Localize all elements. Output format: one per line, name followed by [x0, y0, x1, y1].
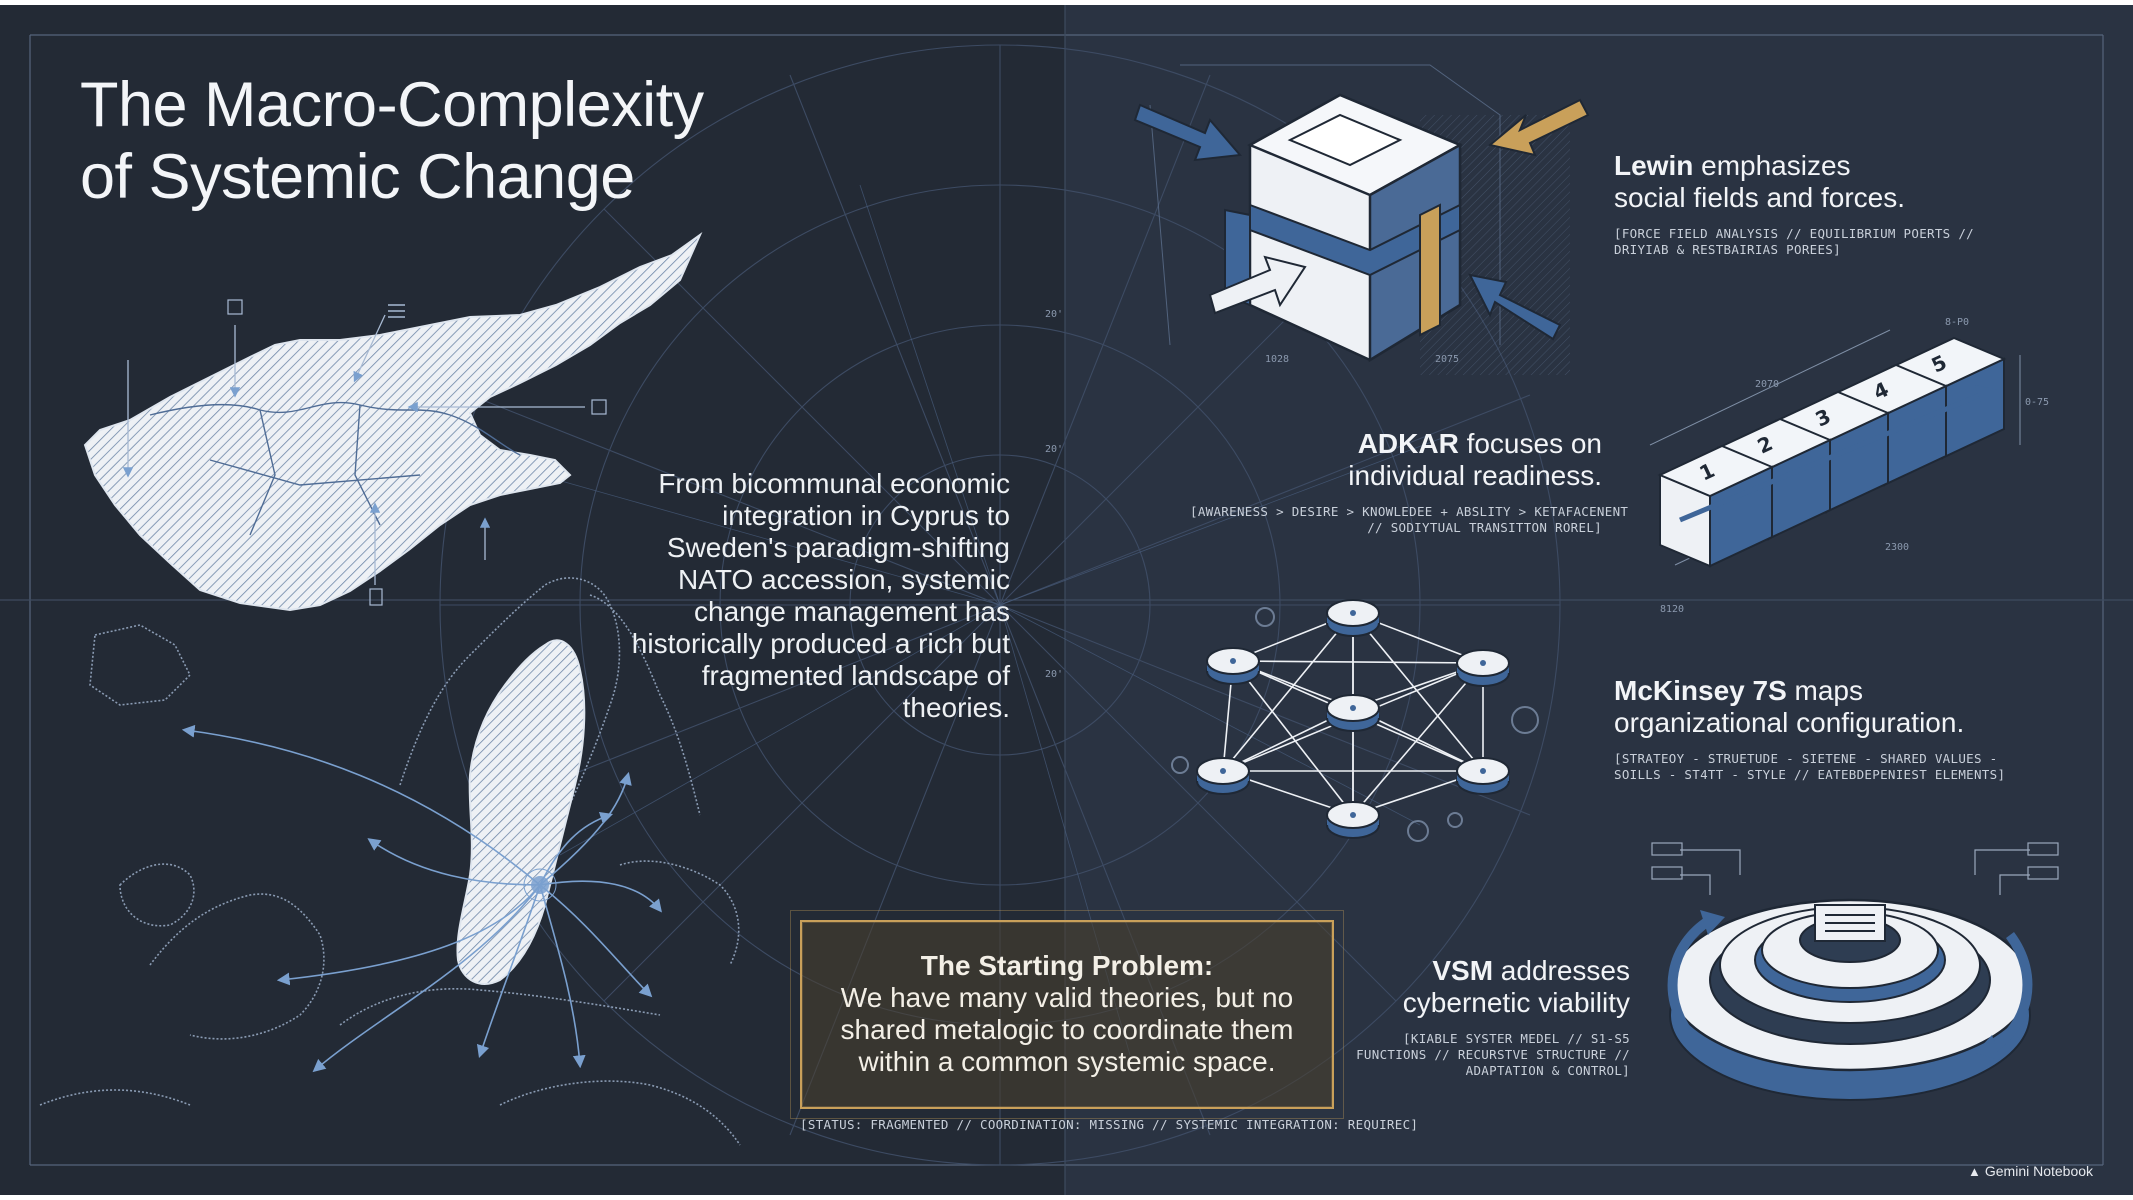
dimension-label: 8120: [1660, 604, 1684, 615]
intro-paragraph: From bicommunal economic integration in …: [631, 468, 1010, 723]
network-link: [1232, 660, 1354, 816]
starting-problem-box: The Starting Problem: We have many valid…: [790, 910, 1344, 1119]
lewin-name: Lewin: [1614, 150, 1694, 181]
page-title: The Macro-Complexity of Systemic Change: [80, 69, 704, 213]
vsm-heading-rest: addresses: [1493, 955, 1630, 986]
vsm-callout: VSM addresses cybernetic viability [KIAB…: [1300, 955, 1630, 1079]
vsm-heading-line-2: cybernetic viability: [1402, 987, 1630, 1018]
scandinavia-map-illustration: [39, 577, 741, 1146]
dimension-labels: 1028 2075 2070 8-P0 0-75 2300 8120 20' 2…: [1045, 309, 2049, 680]
network-link: [1352, 612, 1484, 772]
network-link: [1222, 612, 1354, 772]
network-node: [1456, 757, 1510, 795]
network-node: [1196, 757, 1250, 795]
vsm-name: VSM: [1432, 955, 1494, 986]
adkar-meta-line-1: [AWARENESS > DESIRE > KNOWLEDEE + ABSLIT…: [1190, 504, 1629, 519]
dimension-label: 0-75: [2025, 397, 2049, 408]
lewin-meta-line-1: [FORCE FIELD ANALYSIS // EQUILIBRIUM POE…: [1614, 226, 1974, 241]
adkar-meta-line-2: // SODIYTUAL TRANSITTON ROREL]: [1367, 520, 1602, 535]
adkar-step-block: 1: [1657, 444, 1775, 568]
adkar-callout: ADKAR focuses on individual readiness. […: [1190, 428, 1629, 536]
page-title-line-1: The Macro-Complexity: [80, 70, 704, 140]
adkar-heading-rest: focuses on: [1458, 428, 1602, 459]
adkar-name: ADKAR: [1357, 428, 1459, 459]
vsm-meta-line-1: [KIABLE SYSTER MEDEL // S1-S5: [1403, 1031, 1630, 1046]
force-field-cube-icon: [1133, 64, 1590, 375]
page-title-line-2: of Systemic Change: [80, 142, 635, 212]
network-node: [1456, 649, 1510, 687]
lewin-heading-rest: emphasizes: [1693, 150, 1851, 181]
vsm-meta-line-3: ADAPTATION & CONTROL]: [1465, 1063, 1630, 1078]
vsm-heading: VSM addresses: [1300, 955, 1630, 987]
dimension-label: 1028: [1265, 354, 1289, 365]
lewin-callout: Lewin emphasizes social fields and force…: [1614, 150, 1974, 258]
network-node: [1326, 694, 1380, 732]
cyprus-map-illustration: [83, 232, 703, 612]
vsm-meta-line-2: FUNCTIONS // RECURSTVE STRUCTURE //: [1356, 1047, 1630, 1062]
mckinsey-7s-network-icon: [1171, 599, 1539, 842]
vsm-ring-system-icon: [1651, 842, 2059, 1101]
mckinsey-heading-rest: maps: [1786, 675, 1863, 706]
mckinsey-meta-line-2: SOILLS - ST4TT - STYLE // EATEBDEPENIEST…: [1614, 767, 2006, 782]
dimension-label: 2075: [1435, 354, 1459, 365]
network-node: [1326, 599, 1380, 637]
starting-problem-text: The Starting Problem: We have many valid…: [802, 950, 1332, 1078]
lewin-heading-line-2: social fields and forces.: [1614, 182, 1906, 213]
adkar-heading: ADKAR focuses on: [1190, 428, 1602, 460]
lewin-heading: Lewin emphasizes: [1614, 150, 1974, 182]
network-node: [1326, 801, 1380, 839]
mckinsey-heading: McKinsey 7S maps: [1614, 675, 2005, 707]
mckinsey-heading-line-2: organizational configuration.: [1614, 707, 1965, 738]
lewin-meta-line-2: DRIYIAB & RESTBAIRIAS POREES]: [1614, 242, 1841, 257]
dimension-label: 2300: [1885, 542, 1909, 553]
adkar-heading-line-2: individual readiness.: [1348, 460, 1602, 491]
mckinsey-meta-line-1: [STRATEOY - STRUETUDE - SIETENE - SHARED…: [1614, 751, 1998, 766]
network-node: [1206, 647, 1260, 685]
network-link: [1232, 660, 1484, 664]
dimension-label: 2070: [1755, 379, 1779, 390]
dimension-label: 20': [1045, 309, 1063, 320]
dimension-label: 20': [1045, 669, 1063, 680]
polar-rays: [539, 184, 1451, 1056]
brand-watermark: ▲Gemini Notebook: [1968, 1163, 2093, 1179]
dimension-label: 20': [1045, 444, 1063, 455]
gemini-spark-icon: ▲: [1968, 1164, 1981, 1179]
starting-problem-heading: The Starting Problem:: [920, 950, 1214, 981]
mckinsey-callout: McKinsey 7S maps organizational configur…: [1614, 675, 2005, 783]
status-line: [STATUS: FRAGMENTED // COORDINATION: MIS…: [800, 1117, 1419, 1132]
mckinsey-name: McKinsey 7S: [1614, 675, 1787, 706]
brand-label: Gemini Notebook: [1984, 1163, 2094, 1179]
dimension-label: 8-P0: [1945, 317, 1969, 328]
starting-problem-body: We have many valid theories, but no shar…: [840, 982, 1294, 1077]
